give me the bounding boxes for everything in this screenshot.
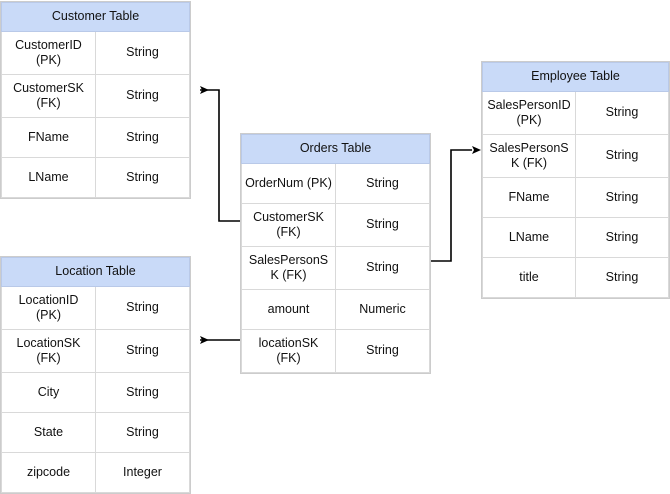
field-type: String (575, 176, 669, 218)
table-row: CustomerSK (FK) String (1, 73, 190, 118)
field-name: FName (482, 176, 576, 218)
field-type: Integer (95, 451, 190, 493)
table-row: locationSK (FK) String (241, 328, 430, 373)
field-type: String (335, 162, 430, 204)
field-name: CustomerSK (FK) (1, 73, 96, 118)
field-type: String (95, 156, 190, 198)
field-name: amount (241, 288, 336, 330)
table-location[interactable]: Location Table LocationID (PK) String Lo… (0, 256, 191, 494)
table-row: City String (1, 371, 190, 413)
table-orders[interactable]: Orders Table OrderNum (PK) String Custom… (240, 133, 431, 374)
field-type: String (95, 371, 190, 413)
field-type: String (95, 116, 190, 158)
table-row: zipcode Integer (1, 451, 190, 493)
field-name: SalesPersonID (PK) (482, 90, 576, 135)
table-employee[interactable]: Employee Table SalesPersonID (PK) String… (481, 61, 670, 299)
field-name: CustomerSK (FK) (241, 202, 336, 247)
table-row: FName String (1, 116, 190, 158)
field-name: title (482, 256, 576, 298)
table-orders-title: Orders Table (241, 134, 430, 164)
table-row: State String (1, 411, 190, 453)
field-type: String (575, 256, 669, 298)
field-type: String (335, 202, 430, 247)
field-name: LocationID (PK) (1, 285, 96, 330)
table-row: LName String (482, 216, 669, 258)
field-type: String (95, 328, 190, 373)
field-type: String (95, 73, 190, 118)
field-name: locationSK (FK) (241, 328, 336, 373)
table-row: CustomerSK (FK) String (241, 202, 430, 247)
table-row: CustomerID (PK) String (1, 30, 190, 75)
field-name: zipcode (1, 451, 96, 493)
field-type: String (575, 90, 669, 135)
table-row: title String (482, 256, 669, 298)
table-employee-title: Employee Table (482, 62, 669, 92)
field-name: FName (1, 116, 96, 158)
field-name: City (1, 371, 96, 413)
table-row: OrderNum (PK) String (241, 162, 430, 204)
table-row: LName String (1, 156, 190, 198)
field-name: OrderNum (PK) (241, 162, 336, 204)
field-type: String (335, 245, 430, 290)
table-row: amount Numeric (241, 288, 430, 330)
field-name: LocationSK (FK) (1, 328, 96, 373)
field-name: LName (482, 216, 576, 258)
field-name: CustomerID (PK) (1, 30, 96, 75)
table-customer-title: Customer Table (1, 2, 190, 32)
field-type: String (335, 328, 430, 373)
field-type: String (575, 216, 669, 258)
table-customer[interactable]: Customer Table CustomerID (PK) String Cu… (0, 1, 191, 199)
field-name: SalesPersonSK (FK) (482, 133, 576, 178)
table-row: SalesPersonID (PK) String (482, 90, 669, 135)
table-row: LocationID (PK) String (1, 285, 190, 330)
field-type: String (95, 411, 190, 453)
field-name: SalesPersonSK (FK) (241, 245, 336, 290)
table-row: SalesPersonSK (FK) String (482, 133, 669, 178)
field-type: String (95, 285, 190, 330)
field-name: State (1, 411, 96, 453)
table-row: SalesPersonSK (FK) String (241, 245, 430, 290)
field-type: String (575, 133, 669, 178)
table-row: FName String (482, 176, 669, 218)
field-type: Numeric (335, 288, 430, 330)
table-row: LocationSK (FK) String (1, 328, 190, 373)
field-name: LName (1, 156, 96, 198)
connector-orders-to-employee (430, 146, 481, 262)
field-type: String (95, 30, 190, 75)
table-location-title: Location Table (1, 257, 190, 287)
connector-orders-to-customer (200, 86, 240, 222)
